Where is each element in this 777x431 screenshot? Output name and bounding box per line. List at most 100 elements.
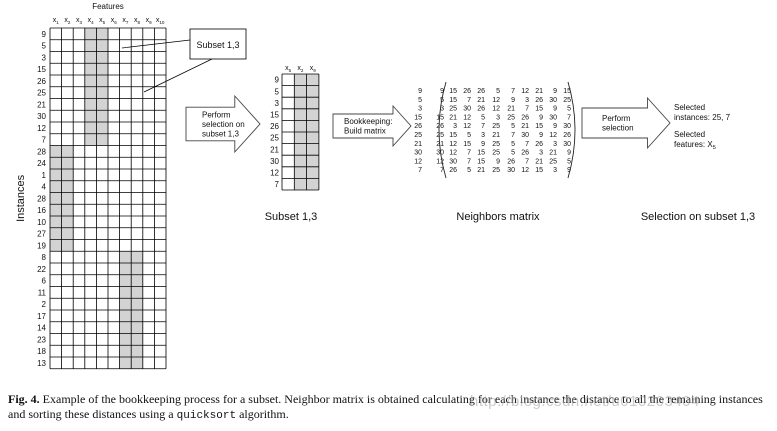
matrix-cell: 9 bbox=[567, 150, 571, 157]
matrix-cell: 12 bbox=[463, 114, 471, 121]
matrix-cell: 7 bbox=[567, 114, 571, 121]
matrix-cell: 12 bbox=[549, 132, 557, 139]
perform-selection-arrow-label: Perform bbox=[202, 110, 231, 119]
feature-header: x9 bbox=[146, 17, 153, 25]
subset-caption: Subset 1,3 bbox=[265, 211, 318, 223]
matrix-cell: 3 bbox=[453, 123, 457, 130]
matrix-cell: 25 bbox=[436, 132, 444, 139]
matrix-cell: 15 bbox=[477, 158, 485, 165]
matrix-cell: 25 bbox=[549, 158, 557, 165]
matrix-cell: 21 bbox=[535, 158, 543, 165]
selection-caption: Selection on subset 1,3 bbox=[641, 211, 755, 223]
subset-row-label: 25 bbox=[270, 134, 279, 143]
matrix-cell: 30 bbox=[507, 167, 515, 174]
matrix-cell: 9 bbox=[567, 167, 571, 174]
matrix-cell: 9 bbox=[496, 158, 500, 165]
perform-selection-arrow bbox=[185, 94, 261, 154]
matrix-cell: 21 bbox=[521, 123, 529, 130]
callout-box bbox=[189, 28, 247, 60]
instance-label: 16 bbox=[37, 206, 46, 215]
matrix-cell: 5 bbox=[511, 141, 515, 148]
subset-row-label: 5 bbox=[275, 87, 280, 96]
matrix-cell: 7 bbox=[467, 97, 471, 104]
matrix-cell: 15 bbox=[449, 88, 457, 95]
instance-label: 8 bbox=[42, 253, 47, 262]
perform-selection-arrow-2 bbox=[581, 96, 671, 150]
matrix-cell: 26 bbox=[521, 150, 529, 157]
feature-header: x6 bbox=[111, 17, 118, 25]
matrix-cell: 26 bbox=[521, 114, 529, 121]
feature-header: x10 bbox=[156, 17, 165, 25]
matrix-cell: 12 bbox=[492, 97, 500, 104]
matrix-cell: 12 bbox=[463, 123, 471, 130]
matrix-cell: 7 bbox=[467, 158, 471, 165]
caption-fig-label: Fig. 4. bbox=[8, 392, 40, 406]
bookkeeping-arrow-label: Bookkeeping: bbox=[344, 117, 392, 126]
matrix-cell: 3 bbox=[553, 167, 557, 174]
matrix-cell: 25 bbox=[492, 167, 500, 174]
instance-label: 7 bbox=[42, 136, 47, 145]
instance-label: 10 bbox=[37, 218, 46, 227]
matrix-cell: 12 bbox=[492, 106, 500, 113]
matrix-cell: 30 bbox=[563, 141, 571, 148]
matrix-cell: 21 bbox=[449, 114, 457, 121]
matrix-cell: 15 bbox=[449, 97, 457, 104]
matrix-cell: 7 bbox=[467, 150, 471, 157]
matrix-cell: 3 bbox=[525, 97, 529, 104]
matrix-cell: 30 bbox=[521, 132, 529, 139]
feature-header: x2 bbox=[64, 17, 71, 25]
matrix-cell: 15 bbox=[535, 106, 543, 113]
matrix-cell: 3 bbox=[539, 150, 543, 157]
instance-label: 24 bbox=[37, 159, 46, 168]
matrix-cell: 15 bbox=[563, 88, 571, 95]
matrix-row-label: 9 bbox=[418, 88, 422, 95]
instance-label: 25 bbox=[37, 89, 46, 98]
callout-pointer bbox=[143, 58, 213, 93]
subset-row-label: 26 bbox=[270, 122, 279, 131]
matrix-cell: 25 bbox=[507, 114, 515, 121]
subset-row-label: 9 bbox=[275, 76, 280, 85]
matrix-cell: 15 bbox=[436, 114, 444, 121]
subset-row-label: 21 bbox=[270, 145, 279, 154]
instance-label: 27 bbox=[37, 230, 46, 239]
matrix-cell: 15 bbox=[535, 167, 543, 174]
instance-label: 28 bbox=[37, 147, 46, 156]
subset-header: x5 bbox=[285, 65, 292, 73]
subset-row-label: 30 bbox=[270, 157, 279, 166]
matrix-cell: 15 bbox=[449, 132, 457, 139]
matrix-cell: 9 bbox=[539, 132, 543, 139]
matrix-left-bracket bbox=[438, 81, 447, 179]
instance-label: 18 bbox=[37, 347, 46, 356]
matrix-cell: 25 bbox=[492, 141, 500, 148]
perform-selection-arrow-2-label: Perform bbox=[602, 114, 631, 123]
matrix-cell: 30 bbox=[463, 106, 471, 113]
matrix-cell: 25 bbox=[492, 123, 500, 130]
matrix-cell: 7 bbox=[440, 167, 444, 174]
instance-label: 9 bbox=[42, 30, 47, 39]
matrix-cell: 9 bbox=[553, 88, 557, 95]
matrix-cell: 25 bbox=[563, 97, 571, 104]
matrix-cell: 3 bbox=[481, 132, 485, 139]
instance-label: 6 bbox=[42, 277, 47, 286]
bookkeeping-arrow bbox=[332, 104, 412, 148]
instance-label: 22 bbox=[37, 265, 46, 274]
matrix-cell: 7 bbox=[525, 141, 529, 148]
neighbors-caption: Neighbors matrix bbox=[456, 211, 540, 223]
matrix-cell: 3 bbox=[553, 141, 557, 148]
matrix-cell: 3 bbox=[440, 106, 444, 113]
matrix-cell: 12 bbox=[449, 150, 457, 157]
subset-callout: Subset 1,3 bbox=[121, 28, 247, 93]
matrix-cell: 5 bbox=[567, 106, 571, 113]
feature-header: x1 bbox=[53, 17, 60, 25]
instance-label: 30 bbox=[37, 112, 46, 121]
instance-label: 3 bbox=[42, 53, 47, 62]
instance-label: 28 bbox=[37, 194, 46, 203]
figure-caption: Fig. 4. Example of the bookkeeping proce… bbox=[8, 392, 770, 424]
matrix-cell: 26 bbox=[535, 97, 543, 104]
callout-label: Subset 1,3 bbox=[196, 40, 239, 50]
instance-label: 23 bbox=[37, 335, 46, 344]
instance-label: 21 bbox=[37, 100, 46, 109]
